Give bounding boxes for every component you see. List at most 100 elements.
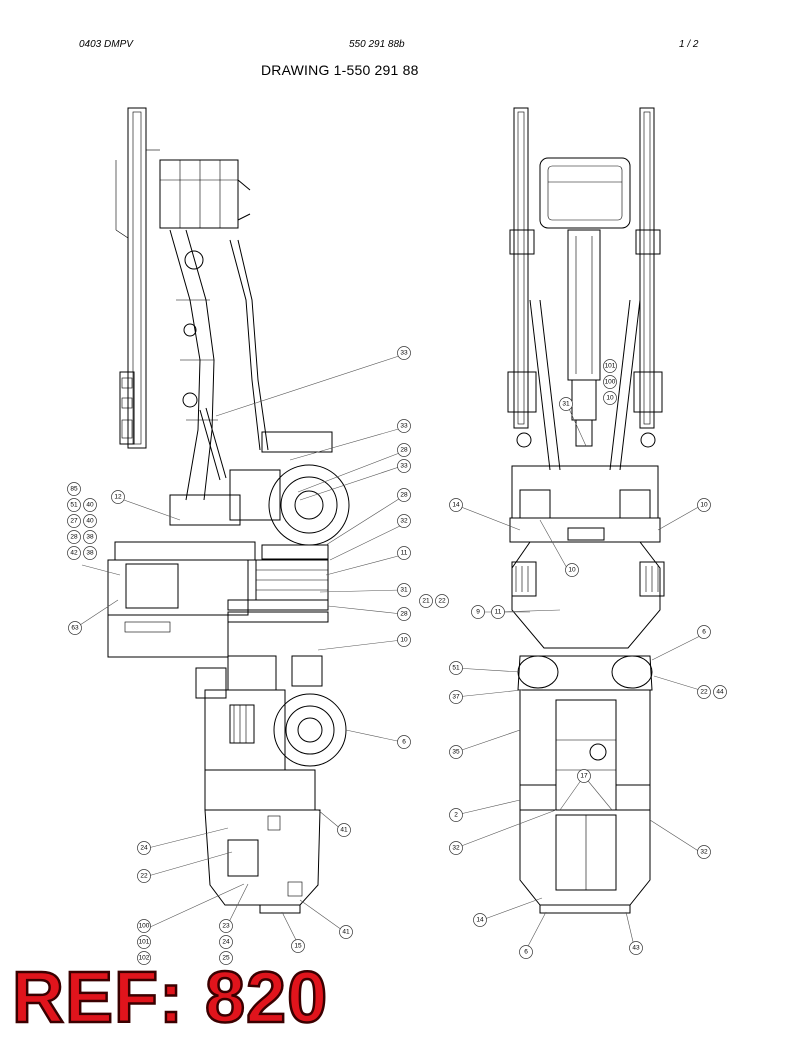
- callout-label: 11: [401, 550, 408, 557]
- callout-label: 22: [140, 873, 148, 880]
- reference-stamp: REF: 820: [11, 958, 329, 1038]
- callout-bubble: 24: [219, 935, 233, 949]
- callout-bubble: 33: [397, 419, 411, 433]
- callout-label: 14: [452, 502, 460, 509]
- callout-label: 40: [86, 518, 94, 525]
- callout-label: 101: [139, 939, 150, 946]
- callout-bubble: 9: [471, 605, 485, 619]
- callout-bubble: 32: [697, 845, 711, 859]
- callout-bubble: 28: [397, 488, 411, 502]
- callout-bubble: 11: [491, 605, 505, 619]
- callout-label: 102: [139, 955, 150, 962]
- callout-label: 21: [422, 598, 430, 605]
- callout-bubble: 35: [449, 745, 463, 759]
- callout-bubble: 40: [83, 498, 97, 512]
- callout-label: 41: [340, 827, 348, 834]
- callout-bubble: 10: [565, 563, 579, 577]
- callout-label: 9: [476, 609, 480, 616]
- callout-bubble: 11: [397, 546, 411, 560]
- callout-label: 11: [495, 609, 502, 616]
- callout-label: 22: [700, 689, 708, 696]
- callout-bubble: 22: [697, 685, 711, 699]
- callout-label: 32: [400, 518, 408, 525]
- plan-view-callouts: 31 101 100 10 14 10 10 9 11 6 22 44 51 3…: [449, 359, 727, 959]
- side-view-callouts: 85 51 27 28 42 40 40 38 38 12 63 33 33 2…: [67, 346, 449, 965]
- side-view: [107, 107, 350, 914]
- callout-bubble: 17: [577, 769, 591, 783]
- callout-bubble: 44: [713, 685, 727, 699]
- callout-label: 63: [71, 625, 79, 632]
- callout-bubble: 28: [397, 607, 411, 621]
- callout-bubble: 14: [473, 913, 487, 927]
- leader-lines: [79, 354, 703, 951]
- drawing-title: DRAWING 1-550 291 88: [261, 62, 419, 78]
- callout-bubble: 43: [629, 941, 643, 955]
- callout-label: 25: [222, 955, 230, 962]
- callout-bubble: 6: [397, 735, 411, 749]
- callout-bubble: 33: [397, 459, 411, 473]
- callout-bubble: 10: [603, 391, 617, 405]
- callout-label: 42: [70, 550, 78, 557]
- callout-bubble: 10: [697, 498, 711, 512]
- callout-bubble: 28: [67, 530, 81, 544]
- callout-label: 100: [139, 923, 150, 930]
- callout-label: 28: [400, 611, 408, 618]
- callout-label: 38: [86, 550, 94, 557]
- callout-label: 28: [400, 492, 408, 499]
- callout-bubble: 24: [137, 841, 151, 855]
- callout-bubble: 12: [111, 490, 125, 504]
- callout-bubble: 101: [137, 935, 151, 949]
- callout-bubble: 14: [449, 498, 463, 512]
- callout-label: 51: [452, 665, 460, 672]
- callout-label: 23: [222, 923, 230, 930]
- callout-label: 37: [452, 694, 460, 701]
- callout-bubble: 42: [67, 546, 81, 560]
- callout-label: 15: [294, 943, 302, 950]
- callout-label: 24: [222, 939, 230, 946]
- callout-label: 2: [454, 812, 458, 819]
- callout-label: 28: [70, 534, 78, 541]
- callout-label: 40: [86, 502, 94, 509]
- callout-bubble: 101: [603, 359, 617, 373]
- callout-bubble: 10: [397, 633, 411, 647]
- callout-label: 10: [400, 637, 408, 644]
- callout-bubble: 38: [83, 530, 97, 544]
- callout-bubble: 31: [559, 397, 573, 411]
- callout-bubble: 40: [83, 514, 97, 528]
- callout-label: 10: [606, 395, 614, 402]
- callout-label: 38: [86, 534, 94, 541]
- callout-label: 33: [400, 350, 408, 357]
- callout-label: 27: [70, 518, 78, 525]
- callout-bubble: 21: [419, 594, 433, 608]
- callout-bubble: 15: [291, 939, 305, 953]
- callout-label: 101: [605, 363, 616, 370]
- callout-label: 33: [400, 423, 408, 430]
- callout-bubble: 37: [449, 690, 463, 704]
- callout-bubble: 28: [397, 443, 411, 457]
- callout-bubble: 27: [67, 514, 81, 528]
- callout-label: 14: [476, 917, 484, 924]
- callout-label: 43: [632, 945, 640, 952]
- plan-view: [507, 107, 665, 914]
- callout-label: 24: [140, 845, 148, 852]
- callout-label: 41: [342, 929, 350, 936]
- callout-label: 6: [524, 949, 528, 956]
- callout-label: 10: [700, 502, 708, 509]
- callout-bubble: 33: [397, 346, 411, 360]
- callout-bubble: 32: [449, 841, 463, 855]
- callout-label: 6: [402, 739, 406, 746]
- callout-label: 10: [568, 567, 576, 574]
- callout-bubble: 100: [137, 919, 151, 933]
- callout-bubble: 102: [137, 951, 151, 965]
- callout-bubble: 23: [219, 919, 233, 933]
- callout-bubble: 22: [435, 594, 449, 608]
- callout-bubble: 41: [339, 925, 353, 939]
- callout-label: 35: [452, 749, 460, 756]
- callout-bubble: 32: [397, 514, 411, 528]
- callout-label: 100: [605, 379, 616, 386]
- callout-bubble: 51: [449, 661, 463, 675]
- callout-bubble: 85: [67, 482, 81, 496]
- callout-label: 32: [452, 845, 460, 852]
- header-doc-code: 0403 DMPV: [79, 39, 133, 50]
- callout-label: 85: [70, 486, 78, 493]
